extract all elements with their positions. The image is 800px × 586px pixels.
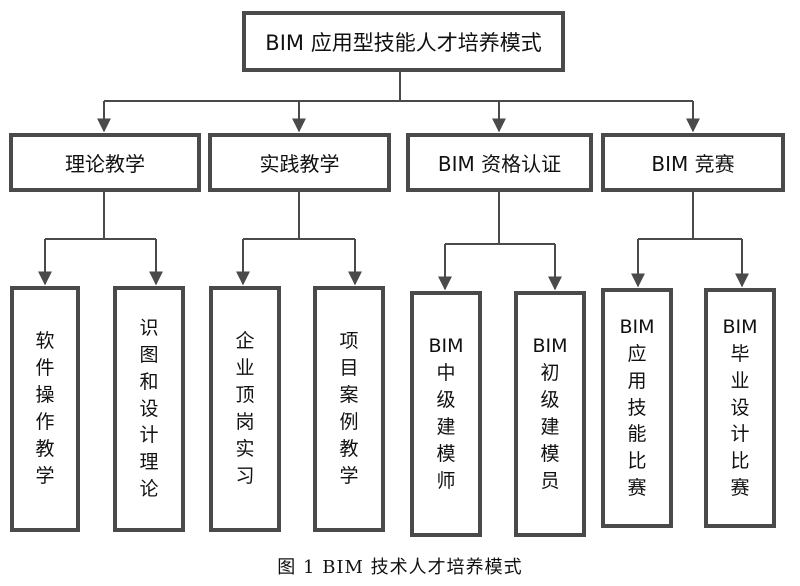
leaf-bim-intermediate-modeler: BIM 中 级 建 模 师 (410, 291, 482, 537)
root-label: BIM 应用型技能人才培养模式 (265, 30, 542, 55)
category-bim-certification: BIM 资格认证 (406, 133, 593, 192)
leaf-label: 企 业 顶 岗 实 习 (235, 330, 255, 487)
category-practice-teaching: 实践教学 (208, 133, 391, 192)
category-label: BIM 资格认证 (437, 152, 562, 176)
leaf-label: BIM 初 级 建 模 员 (532, 335, 568, 492)
leaf-label: 项 目 案 例 教 学 (339, 330, 359, 487)
leaf-label: BIM 应 用 技 能 比 赛 (619, 315, 655, 500)
leaf-bim-graduation-design-contest: BIM 毕 业 设 计 比 赛 (704, 288, 776, 528)
leaf-label: BIM 毕 业 设 计 比 赛 (722, 315, 758, 500)
category-label: BIM 竞赛 (651, 152, 735, 176)
category-label: 实践教学 (259, 152, 340, 176)
leaf-bim-application-skills-contest: BIM 应 用 技 能 比 赛 (601, 288, 673, 528)
category-bim-competition: BIM 竞赛 (601, 133, 785, 192)
leaf-bim-junior-modeler: BIM 初 级 建 模 员 (514, 291, 586, 537)
leaf-drawing-design-theory: 识 图 和 设 计 理 论 (113, 286, 185, 532)
leaf-label: BIM 中 级 建 模 师 (428, 335, 464, 492)
root-node: BIM 应用型技能人才培养模式 (242, 11, 565, 72)
leaf-label: 识 图 和 设 计 理 论 (139, 316, 159, 501)
category-label: 理论教学 (65, 152, 145, 176)
leaf-enterprise-internship: 企 业 顶 岗 实 习 (209, 286, 281, 532)
leaf-software-operation-teaching: 软 件 操 作 教 学 (10, 286, 80, 532)
leaf-label: 软 件 操 作 教 学 (35, 330, 55, 487)
figure-caption: 图 1 BIM 技术人才培养模式 (277, 557, 523, 578)
category-theory-teaching: 理论教学 (9, 133, 201, 192)
leaf-project-case-teaching: 项 目 案 例 教 学 (313, 286, 385, 532)
